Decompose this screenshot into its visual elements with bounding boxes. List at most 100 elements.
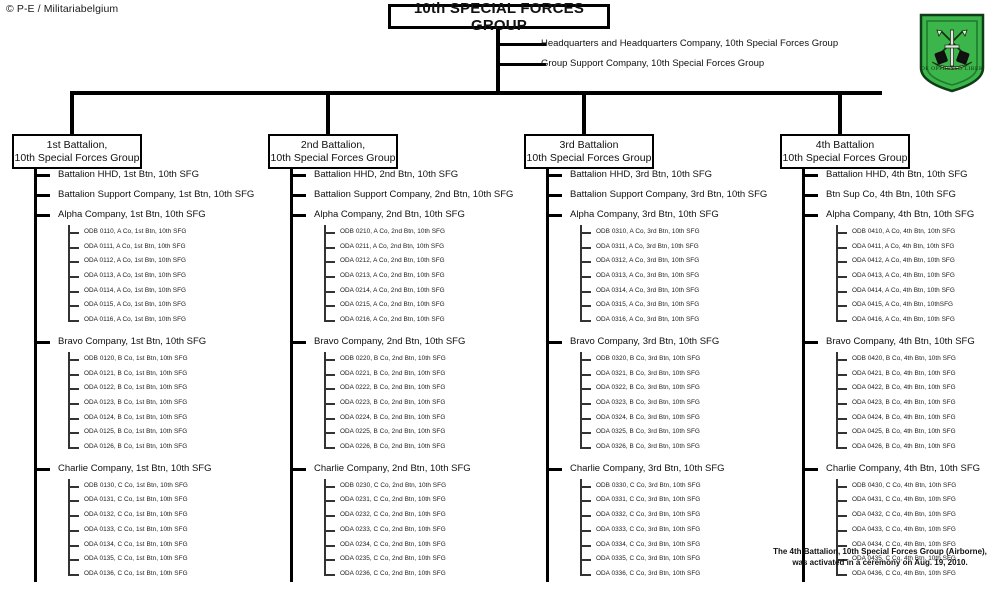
oda-spine — [580, 351, 582, 448]
battalion-box-4: 4th Battalion 10th Special Forces Group — [780, 134, 910, 169]
odb-row: ODB 0420, B Co, 4th Btn, 10th SFG — [836, 352, 956, 367]
oda-spine — [324, 351, 326, 448]
oda-row: ODA 0431, C Co, 4th Btn, 10th SFG — [836, 493, 956, 508]
oda-row: ODA 0411, A Co, 4th Btn, 10th SFG — [836, 240, 955, 255]
oda-row: ODA 0114, A Co, 1st Btn, 10th SFG — [68, 284, 186, 299]
group-unit-hhc: Headquarters and Headquarters Company, 1… — [541, 38, 839, 49]
oda-row: ODA 0413, A Co, 4th Btn, 10th SFG — [836, 269, 955, 284]
oda-row: ODA 0436, C Co, 4th Btn, 10th SFG — [836, 567, 956, 582]
company-label-1: Alpha Company, 2nd Btn, 10th SFG — [290, 209, 465, 221]
oda-row: ODA 0313, A Co, 3rd Btn, 10th SFG — [580, 269, 700, 284]
oda-row: ODA 0136, C Co, 1st Btn, 10th SFG — [68, 567, 188, 582]
oda-row: ODA 0236, C Co, 2nd Btn, 10th SFG — [324, 567, 446, 582]
battalion-unit-2: Btn Sup Co, 4th Btn, 10th SFG — [802, 189, 956, 201]
oda-row: ODA 0433, C Co, 4th Btn, 10th SFG — [836, 523, 956, 538]
oda-row: ODA 0131, C Co, 1st Btn, 10th SFG — [68, 493, 188, 508]
battalion-name-line1: 1st Battalion, — [46, 139, 108, 151]
battalion-name-line1: 4th Battalion — [815, 139, 875, 151]
oda-row: ODA 0333, C Co, 3rd Btn, 10th SFG — [580, 523, 701, 538]
oda-row: ODA 0122, B Co, 1st Btn, 10th SFG — [68, 381, 188, 396]
oda-spine — [836, 351, 838, 448]
oda-row: ODA 0125, B Co, 1st Btn, 10th SFG — [68, 425, 188, 440]
company-label-3: Charlie Company, 2nd Btn, 10th SFG — [290, 463, 471, 475]
company-label-2: Bravo Company, 1st Btn, 10th SFG — [34, 336, 206, 348]
footnote-line-2: was activated in a ceremony on Aug. 19, … — [792, 558, 968, 567]
oda-row: ODA 0326, B Co, 3rd Btn, 10th SFG — [580, 440, 700, 455]
oda-row: ODA 0432, C Co, 4th Btn, 10th SFG — [836, 508, 956, 523]
oda-row: ODA 0312, A Co, 3rd Btn, 10th SFG — [580, 254, 700, 269]
oda-row: ODA 0322, B Co, 3rd Btn, 10th SFG — [580, 381, 700, 396]
battalion-name-line1: 2nd Battalion, — [300, 139, 366, 151]
odb-row: ODB 0410, A Co, 4th Btn, 10th SFG — [836, 225, 955, 240]
oda-row: ODA 0334, C Co, 3rd Btn, 10th SFG — [580, 538, 701, 553]
oda-row: ODA 0215, A Co, 2nd Btn, 10th SFG — [324, 298, 445, 313]
battalion-box-1: 1st Battalion, 10th Special Forces Group — [12, 134, 142, 169]
oda-spine — [68, 225, 70, 321]
battalion-name-line2: 10th Special Forces Group — [270, 151, 396, 164]
company-label-3: Charlie Company, 3rd Btn, 10th SFG — [546, 463, 725, 475]
oda-row: ODA 0231, C Co, 2nd Btn, 10th SFG — [324, 493, 446, 508]
battalion-name-line2: 10th Special Forces Group — [526, 151, 652, 164]
battalion-unit-2: Battalion Support Company, 1st Btn, 10th… — [34, 189, 254, 201]
oda-spine — [324, 478, 326, 575]
oda-row: ODA 0315, A Co, 3rd Btn, 10th SFG — [580, 298, 700, 313]
oda-row: ODA 0224, B Co, 2nd Btn, 10th SFG — [324, 411, 446, 426]
oda-row: ODA 0234, C Co, 2nd Btn, 10th SFG — [324, 538, 446, 553]
battalion-box-2: 2nd Battalion, 10th Special Forces Group — [268, 134, 398, 169]
oda-row: ODA 0111, A Co, 1st Btn, 10th SFG — [68, 240, 186, 255]
oda-row: ODA 0314, A Co, 3rd Btn, 10th SFG — [580, 284, 700, 299]
oda-row: ODA 0232, C Co, 2nd Btn, 10th SFG — [324, 508, 446, 523]
oda-row: ODA 0126, B Co, 1st Btn, 10th SFG — [68, 440, 188, 455]
battalion-unit-1: Battalion HHD, 4th Btn, 10th SFG — [802, 169, 968, 181]
oda-row: ODA 0121, B Co, 1st Btn, 10th SFG — [68, 367, 188, 382]
footnote-line-1: The 4th Battalion, 10th Special Forces G… — [773, 547, 987, 556]
oda-row: ODA 0423, B Co, 4th Btn, 10th SFG — [836, 396, 956, 411]
oda-row: ODA 0133, C Co, 1st Btn, 10th SFG — [68, 523, 188, 538]
oda-row: ODA 0415, A Co, 4th Btn, 10thSFG — [836, 298, 955, 313]
connector-battalion-bus — [70, 91, 882, 95]
oda-row: ODA 0115, A Co, 1st Btn, 10th SFG — [68, 298, 186, 313]
oda-row: ODA 0331, C Co, 3rd Btn, 10th SFG — [580, 493, 701, 508]
odb-row: ODB 0430, C Co, 4th Btn, 10th SFG — [836, 479, 956, 494]
battalion-unit-2: Battalion Support Company, 2nd Btn, 10th… — [290, 189, 513, 201]
company-label-2: Bravo Company, 2nd Btn, 10th SFG — [290, 336, 465, 348]
connector-hhc-stub — [496, 43, 546, 46]
company-label-2: Bravo Company, 3rd Btn, 10th SFG — [546, 336, 719, 348]
oda-row: ODA 0113, A Co, 1st Btn, 10th SFG — [68, 269, 186, 284]
battalion-unit-2: Battalion Support Company, 3rd Btn, 10th… — [546, 189, 767, 201]
oda-row: ODA 0316, A Co, 3rd Btn, 10th SFG — [580, 313, 700, 328]
oda-row: ODA 0426, B Co, 4th Btn, 10th SFG — [836, 440, 956, 455]
odb-row: ODB 0130, C Co, 1st Btn, 10th SFG — [68, 479, 188, 494]
odb-row: ODB 0310, A Co, 3rd Btn, 10th SFG — [580, 225, 700, 240]
oda-row: ODA 0214, A Co, 2nd Btn, 10th SFG — [324, 284, 445, 299]
oda-spine — [68, 351, 70, 448]
oda-row: ODA 0414, A Co, 4th Btn, 10th SFG — [836, 284, 955, 299]
oda-row: ODA 0425, B Co, 4th Btn, 10th SFG — [836, 425, 956, 440]
oda-row: ODA 0211, A Co, 2nd Btn, 10th SFG — [324, 240, 445, 255]
company-label-3: Charlie Company, 1st Btn, 10th SFG — [34, 463, 211, 475]
oda-row: ODA 0222, B Co, 2nd Btn, 10th SFG — [324, 381, 446, 396]
battalion-box-3: 3rd Battalion 10th Special Forces Group — [524, 134, 654, 169]
connector-drop-4th-bn — [838, 91, 842, 134]
oda-row: ODA 0221, B Co, 2nd Btn, 10th SFG — [324, 367, 446, 382]
oda-row: ODA 0336, C Co, 3rd Btn, 10th SFG — [580, 567, 701, 582]
connector-drop-2nd-bn — [326, 91, 330, 134]
oda-row: ODA 0412, A Co, 4th Btn, 10th SFG — [836, 254, 955, 269]
oda-row: ODA 0311, A Co, 3rd Btn, 10th SFG — [580, 240, 700, 255]
company-label-1: Alpha Company, 3rd Btn, 10th SFG — [546, 209, 719, 221]
oda-spine — [580, 478, 582, 575]
battalion-unit-1: Battalion HHD, 3rd Btn, 10th SFG — [546, 169, 712, 181]
group-unit-gsc: Group Support Company, 10th Special Forc… — [541, 58, 765, 69]
oda-row: ODA 0424, B Co, 4th Btn, 10th SFG — [836, 411, 956, 426]
copyright-credit: © P-E / Militariabelgium — [6, 3, 119, 15]
battalion-unit-1: Battalion HHD, 1st Btn, 10th SFG — [34, 169, 199, 181]
oda-row: ODA 0335, C Co, 3rd Btn, 10th SFG — [580, 552, 701, 567]
oda-list: ODB 0420, B Co, 4th Btn, 10th SFG ODA 042… — [836, 351, 956, 455]
odb-row: ODB 0220, B Co, 2nd Btn, 10th SFG — [324, 352, 446, 367]
